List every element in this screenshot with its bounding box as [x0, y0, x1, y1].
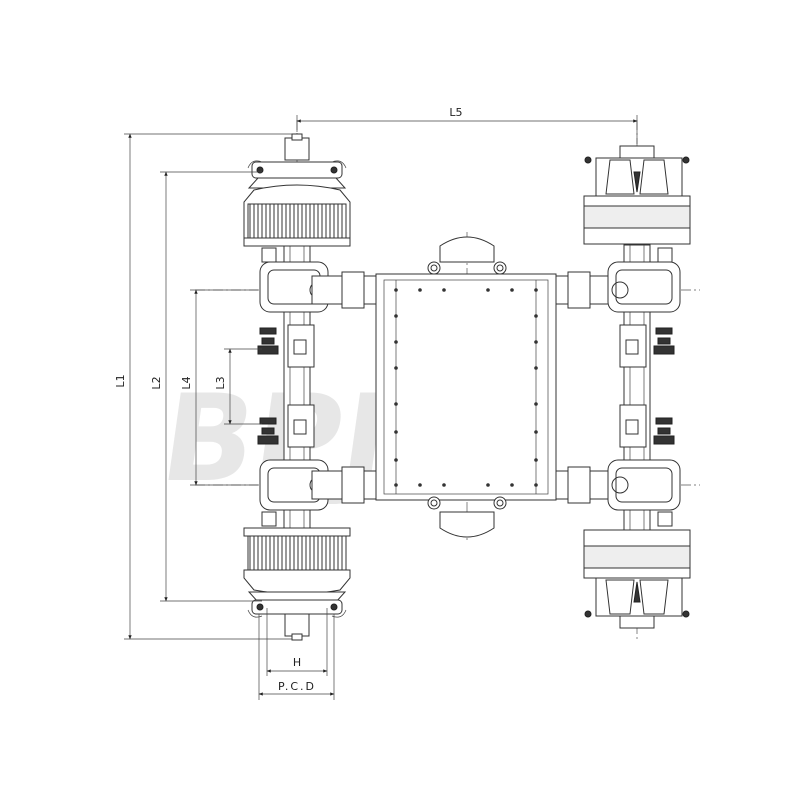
dimension-l1: L1 — [114, 133, 292, 640]
dimension-l4: L4 — [180, 289, 258, 486]
dimension-l5: L5 — [296, 106, 638, 144]
left-valve-upper — [257, 327, 279, 355]
dimension-label-l2: L2 — [150, 376, 163, 389]
dimension-h: H — [266, 608, 328, 676]
right-valve-upper — [653, 327, 675, 355]
dimension-label-h: H — [293, 656, 301, 669]
dimension-label-l1: L1 — [114, 374, 127, 387]
dimension-label-l3: L3 — [214, 376, 227, 389]
dimension-label-l4: L4 — [180, 376, 193, 389]
left-valve-lower — [257, 417, 279, 445]
dimension-l3: L3 — [214, 348, 262, 425]
dimension-l2: L2 — [150, 171, 262, 602]
central-saddle — [375, 236, 557, 538]
right-axle-assembly — [583, 145, 691, 629]
dimension-pcd: P.C.D — [258, 614, 335, 700]
dimension-label-l5: L5 — [449, 106, 462, 119]
rivets — [394, 288, 538, 487]
left-axle-assembly — [243, 133, 351, 641]
dimension-label-pcd: P.C.D — [278, 680, 316, 693]
right-valve-lower — [653, 417, 675, 445]
